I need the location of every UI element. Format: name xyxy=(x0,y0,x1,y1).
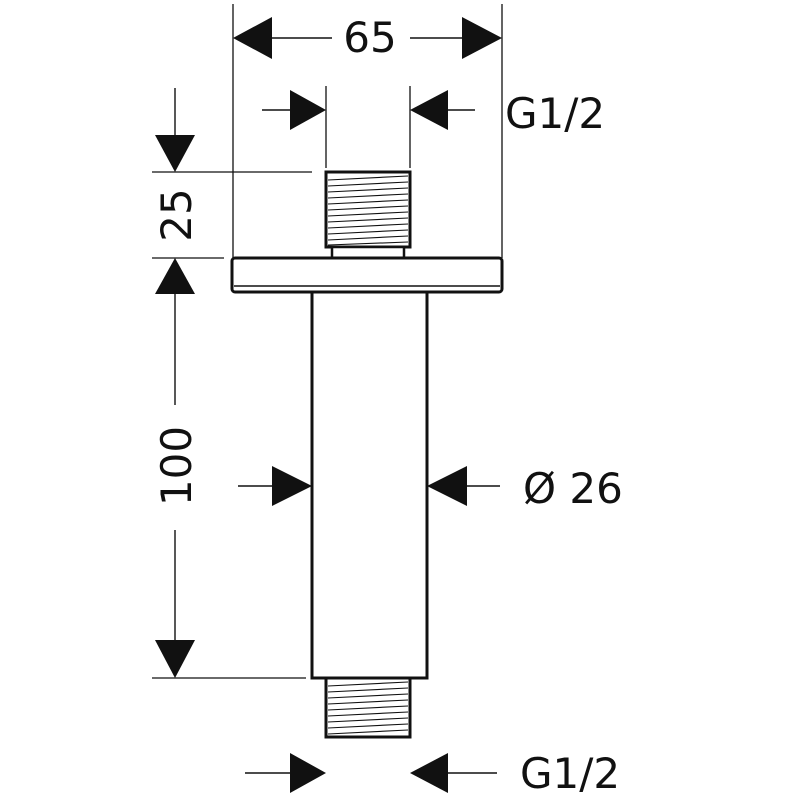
dim-label-diameter: Ø 26 xyxy=(523,464,623,513)
ceiling-connector-part xyxy=(230,170,504,739)
arrow-right-icon xyxy=(290,90,326,130)
arrow-left-icon xyxy=(410,753,448,793)
arrow-right-icon xyxy=(462,17,502,59)
bottom-thread-lines xyxy=(327,681,409,735)
dim-label-top-thread: G1/2 xyxy=(505,89,605,138)
dimension-thread-length-25: 25 xyxy=(152,88,201,294)
top-thread-body xyxy=(324,170,412,249)
top-thread-lines xyxy=(327,175,409,246)
dim-label-100: 100 xyxy=(152,426,201,506)
arrow-left-icon xyxy=(233,17,272,59)
dimension-bottom-thread: G1/2 xyxy=(245,749,620,798)
dimension-diameter-26: Ø 26 xyxy=(238,464,623,513)
pipe xyxy=(310,290,429,680)
flange xyxy=(230,256,504,294)
dim-label-25: 25 xyxy=(152,188,201,241)
arrow-down-icon xyxy=(155,640,195,678)
arrow-up-icon xyxy=(155,258,195,294)
dimension-pipe-length-100: 100 xyxy=(152,294,201,678)
arrow-left-icon xyxy=(410,90,448,130)
dimension-width-65: 65 xyxy=(233,13,502,62)
top-neck xyxy=(330,245,406,260)
arrow-down-icon xyxy=(155,135,195,172)
arrow-right-icon xyxy=(272,466,312,506)
extension-lines xyxy=(152,4,503,679)
dimension-top-thread: G1/2 xyxy=(262,89,605,138)
arrow-left-icon xyxy=(427,466,467,506)
dim-label-65: 65 xyxy=(343,13,396,62)
arrow-right-icon xyxy=(290,753,326,793)
dim-label-bottom-thread: G1/2 xyxy=(520,749,620,798)
